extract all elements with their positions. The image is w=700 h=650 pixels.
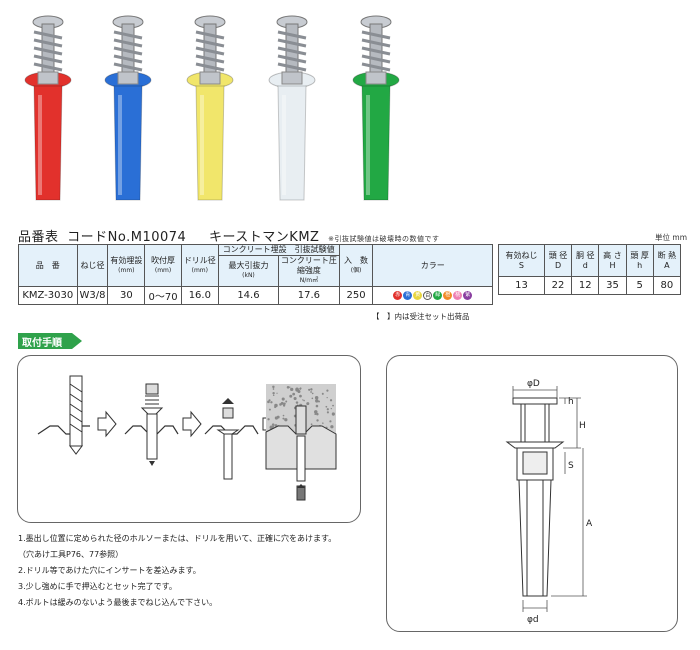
cell-dim-h: 5 bbox=[625, 276, 654, 295]
title-label: 品番表 bbox=[18, 230, 59, 245]
color-swatch: 橙 bbox=[443, 290, 453, 300]
th-quantity: 入 数(個) bbox=[338, 244, 374, 287]
cell-dim-H: 35 bbox=[598, 276, 627, 295]
th-max-pull: 最大引抜力(kN) bbox=[217, 255, 280, 287]
product-green bbox=[352, 15, 400, 201]
drill-icon bbox=[69, 375, 83, 455]
pull-test-note: ※引抜試験値は破壊時の数値です bbox=[328, 235, 440, 243]
th-screw-dia: ねじ径 bbox=[76, 244, 109, 287]
table-row: KMZ-3030 W3/8 30 0～70 16.0 14.6 17.6 250… bbox=[18, 286, 493, 305]
table-title: 品番表 コードNo.M10074 キーストマンKMZ ※引抜試験値は破壊時の数値… bbox=[18, 226, 439, 245]
cell-quantity: 250 bbox=[338, 286, 374, 305]
product-photos bbox=[24, 15, 400, 201]
color-swatch: 青 bbox=[403, 290, 413, 300]
color-swatch: 桃 bbox=[453, 290, 463, 300]
cell-dim-S: 13 bbox=[498, 276, 545, 295]
instructions: 1.墨出し位置に定められた径のホルソーまたは、ドリルを用いて、正確に穴をあけます… bbox=[18, 531, 336, 611]
th-color: カラー bbox=[372, 244, 493, 287]
th-drill-dia: ドリル径(mm) bbox=[180, 244, 219, 287]
cell-effective-embed: 30 bbox=[107, 286, 146, 305]
th-effective-embed: 有効埋設(mm) bbox=[107, 244, 146, 287]
cell-max-pull: 14.6 bbox=[217, 286, 280, 305]
color-swatch: 白 bbox=[423, 290, 433, 300]
label-body-dia: φd bbox=[527, 615, 539, 625]
steps-heading: 取付手順 bbox=[18, 333, 82, 349]
product-name: キーストマンKMZ bbox=[208, 230, 320, 245]
th-pull-test-group: コンクリート埋設 引抜試験値 bbox=[217, 244, 340, 256]
instruction-2: 2.ドリル等であけた穴にインサートを差込みます。 bbox=[18, 566, 201, 575]
dimension-drawing-panel: φD h H S A φd bbox=[386, 355, 678, 632]
th-fit-thickness: 吹付厚(mm) bbox=[144, 244, 182, 287]
th-part-no: 品 番 bbox=[18, 244, 78, 287]
concrete-icon bbox=[265, 384, 337, 501]
label-head-dia: φD bbox=[527, 379, 540, 389]
push-icon bbox=[216, 398, 240, 480]
label-h: h bbox=[568, 397, 574, 407]
cell-drill-dia: 16.0 bbox=[180, 286, 219, 305]
color-swatch: 黄 bbox=[413, 290, 423, 300]
cell-fit-thickness: 0～70 bbox=[144, 286, 182, 305]
instruction-3: 3.少し強めに手で押込むとセット完了です。 bbox=[18, 582, 177, 591]
color-swatch: 紫 bbox=[463, 290, 473, 300]
cell-concrete-strength: 17.6 bbox=[278, 286, 340, 305]
instruction-1: 1.墨出し位置に定められた径のホルソーまたは、ドリルを用いて、正確に穴をあけます… bbox=[18, 534, 337, 543]
spec-table: 品 番 ねじ径 有効埋設(mm) 吹付厚(mm) ドリル径(mm) コンクリート… bbox=[18, 244, 493, 305]
product-yellow bbox=[186, 15, 234, 201]
installation-steps-panel bbox=[17, 355, 361, 523]
label-H: H bbox=[579, 421, 586, 431]
product-white bbox=[268, 15, 316, 201]
cell-dim-D: 22 bbox=[543, 276, 573, 295]
instruction-4: 4.ボルトは緩みのないよう最後までねじ込んで下さい。 bbox=[18, 598, 218, 607]
set-shipment-note: 【 】内は受注セット出荷品 bbox=[372, 312, 470, 321]
label-S: S bbox=[568, 461, 574, 471]
cell-dim-d: 12 bbox=[571, 276, 600, 295]
unit-label: 単位 mm bbox=[655, 233, 687, 242]
product-blue bbox=[104, 15, 152, 201]
cell-dim-A: 80 bbox=[652, 276, 682, 295]
cell-part-no: KMZ-3030 bbox=[18, 286, 78, 305]
color-swatch: 緑 bbox=[433, 290, 443, 300]
insert-icon bbox=[140, 383, 164, 466]
cell-screw-dia: W3/8 bbox=[76, 286, 109, 305]
cell-colors: 赤青黄白緑橙桃紫 bbox=[372, 286, 493, 305]
product-red bbox=[24, 15, 72, 201]
instruction-1-ref: （穴あけ工具P76、77参照） bbox=[18, 550, 124, 559]
product-code: コードNo.M10074 bbox=[67, 230, 187, 245]
color-swatch: 赤 bbox=[393, 290, 403, 300]
label-A: A bbox=[586, 519, 593, 529]
